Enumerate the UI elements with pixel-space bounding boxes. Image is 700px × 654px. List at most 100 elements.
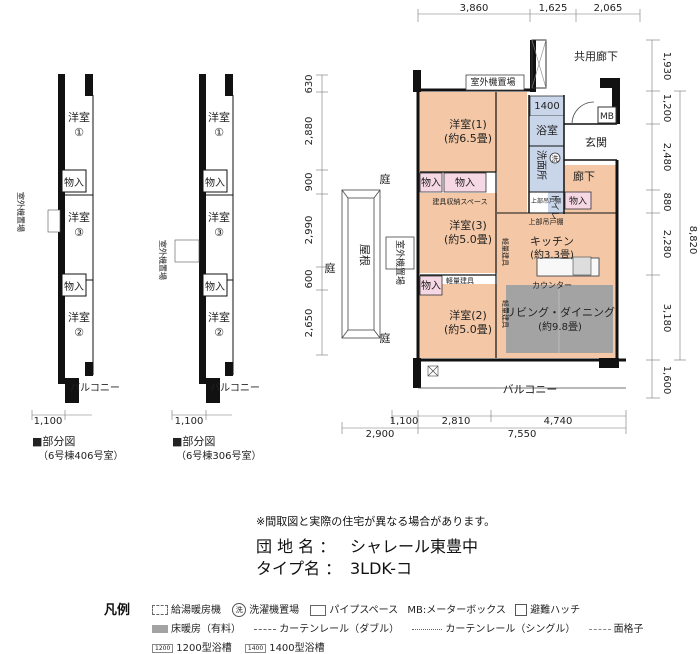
p2-western1-label: 洋室 [208,110,230,124]
western-room-1-label: 洋室(1) [449,117,487,131]
p1-western3-number: ③ [74,226,84,239]
closet-4-fill [564,191,592,210]
type-name-value: 3LDK-コ [350,559,413,578]
legend-washer: 洗濯機置場 [249,605,300,616]
kitchen-size: (約3.3畳) [530,248,574,261]
closet-2-fill [443,172,487,193]
mb-label: MB [600,112,614,122]
pipe-space [531,39,547,89]
outdoor-unit-left-box [385,236,415,270]
garden-label-3: 庭 [380,331,391,345]
bottom-dimensions [341,410,627,434]
legend-bath-1200: 1200型浴槽 [176,643,232,654]
dim-right-7: 1,600 [661,366,672,395]
washing-machine-mark: 洗 [552,154,559,163]
wall-block-5 [612,78,620,124]
closet-3-label: 物入 [421,279,441,292]
p1-balcony: バルコニー [70,382,120,394]
p2-caption-2: （6号棟306号室） [176,449,261,462]
dim-bottom-2: 2,810 [442,416,471,427]
disclaimer-note: ※間取図と実際の住宅が異なる場合があります。 [256,515,496,528]
closet-4-label: 物入 [569,195,587,207]
top-dimensions [417,9,641,22]
bathroom-fill [530,116,564,146]
western-room-3-label: 洋室(3) [449,218,487,232]
dim-right-2: 1,200 [661,94,672,123]
dim-left-4: 2,990 [304,216,315,245]
dim-left-2: 2,880 [304,117,315,146]
legend-floor-heating: 床暖房（有料） [171,624,241,635]
outdoor-unit-top-label: 室外機置場 [470,76,515,88]
legend-row-2: 床暖房（有料） カーテンレール（ダブル） カーテンレール（シングル） 面格子 [152,620,644,635]
p2-western3-number: ③ [214,226,224,239]
fixture-space-label: 建具収納スペース [432,197,487,206]
living-size: (約9.8畳) [538,320,582,333]
right-dimensions [646,39,686,399]
western-room-1-size: (約6.5畳) [444,131,492,145]
legend-curtain-single: カーテンレール（シングル） [445,624,576,635]
light-fixture-label-3: 軽量建具 [501,300,510,328]
entrance-door-arc [571,101,595,125]
dim-right-4: 880 [661,192,672,211]
curtain-single-icon [412,628,443,630]
living-label: リビング・ダイニング [505,305,615,319]
legend-lattice: 面格子 [613,624,644,635]
p1-western1-number: ① [74,126,84,139]
p1-dim: 1,100 [34,416,63,427]
washroom-label: 洗面所 [535,150,547,180]
dim-left-1: 630 [304,74,315,93]
dim-top-1: 3,860 [460,3,489,14]
dim-right-total: 8,820 [687,226,698,255]
pipe-space-icon [310,604,327,616]
dim-right-5: 2,280 [661,230,672,259]
p1-caption: ■部分図 [32,434,75,448]
lattice-icon [588,628,611,630]
roof-label: 屋根 [358,244,372,266]
p2-outdoor-unit: 室外機置場 [158,240,168,280]
garden-label-2: 庭 [325,261,336,275]
dim-bottom-5: 7,550 [508,429,537,440]
partial-plan-306-walls [174,74,234,403]
western-room-3-size: (約5.0畳) [444,232,492,246]
toilet-fill [548,192,564,214]
meter-box [597,106,617,124]
p2-western2-label: 洋室 [208,310,230,324]
dim-right-3: 2,480 [661,143,672,172]
bath-size-label: 1400 [534,101,559,112]
p1-western3-label: 洋室 [68,210,90,224]
dim-right-6: 3,180 [661,304,672,333]
p1-western2-label: 洋室 [68,310,90,324]
western-room-2-size: (約5.0畳) [444,322,492,336]
dim-left-3: 900 [304,172,315,191]
closet-1-label: 物入 [421,176,441,189]
closet-2-label: 物入 [455,176,475,189]
kitchen-label: キッチン [530,235,574,248]
dim-right-1: 1,930 [661,52,672,81]
washroom-fill [530,146,564,192]
closet-3-fill [419,275,443,296]
counter-label: カウンター [532,281,572,290]
stove [572,256,592,276]
wall-block-2 [413,358,421,388]
floor-heating-icon [152,625,168,633]
western-room-3-fill [419,193,497,273]
legend-hatch: 避難ハッチ [530,605,581,616]
p1-western1-label: 洋室 [68,110,90,124]
legend-bath-1400: 1400型浴槽 [269,643,325,654]
p1-closet-a: 物入 [64,176,84,189]
wall-block-3 [599,358,619,368]
legend-pipe: パイプスペース [329,605,399,616]
legend-row-1: 給湯暖房機 洗洗濯機置場 パイプスペース MB:メーターボックス 避難ハッチ [152,601,580,617]
property-name-value: シャレール東豊中 [350,537,479,556]
property-name-label: 団 地 名 ： [256,537,336,556]
wall-block-1 [413,70,421,92]
p2-balcony: バルコニー [210,382,260,394]
dim-bottom-3: 4,740 [544,416,573,427]
bathroom-label: 浴室 [536,123,558,137]
legend-title: 凡例 [104,603,131,618]
washing-machine-circle [549,152,561,164]
wall-block-4 [600,78,620,88]
main-walls [416,88,626,362]
